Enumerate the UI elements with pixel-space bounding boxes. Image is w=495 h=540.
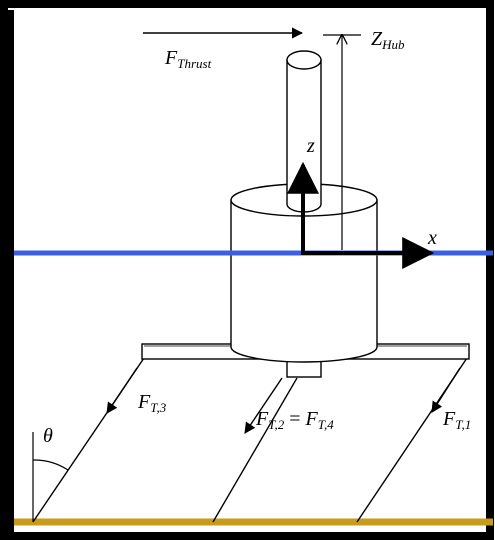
ft3-arrow — [106, 367, 138, 414]
ft2-ft4-label: FT,2 = FT,4 — [255, 408, 334, 432]
z-axis-label: z — [306, 135, 315, 157]
x-axis-label: x — [427, 227, 437, 249]
ft1-label: FT,1 — [442, 408, 471, 432]
ft3-label: FT,3 — [137, 391, 167, 415]
ft2-arrow — [244, 377, 283, 434]
thrust-label: FThrust — [164, 47, 212, 71]
hull-cylinder-body — [230, 199, 378, 363]
theta-arc — [32, 459, 69, 471]
ft1-arrow — [431, 367, 461, 413]
tendon-center — [212, 377, 298, 523]
zhub-label: ZHub — [371, 28, 405, 52]
theta-label: θ — [43, 425, 53, 447]
tower-top — [286, 50, 322, 70]
